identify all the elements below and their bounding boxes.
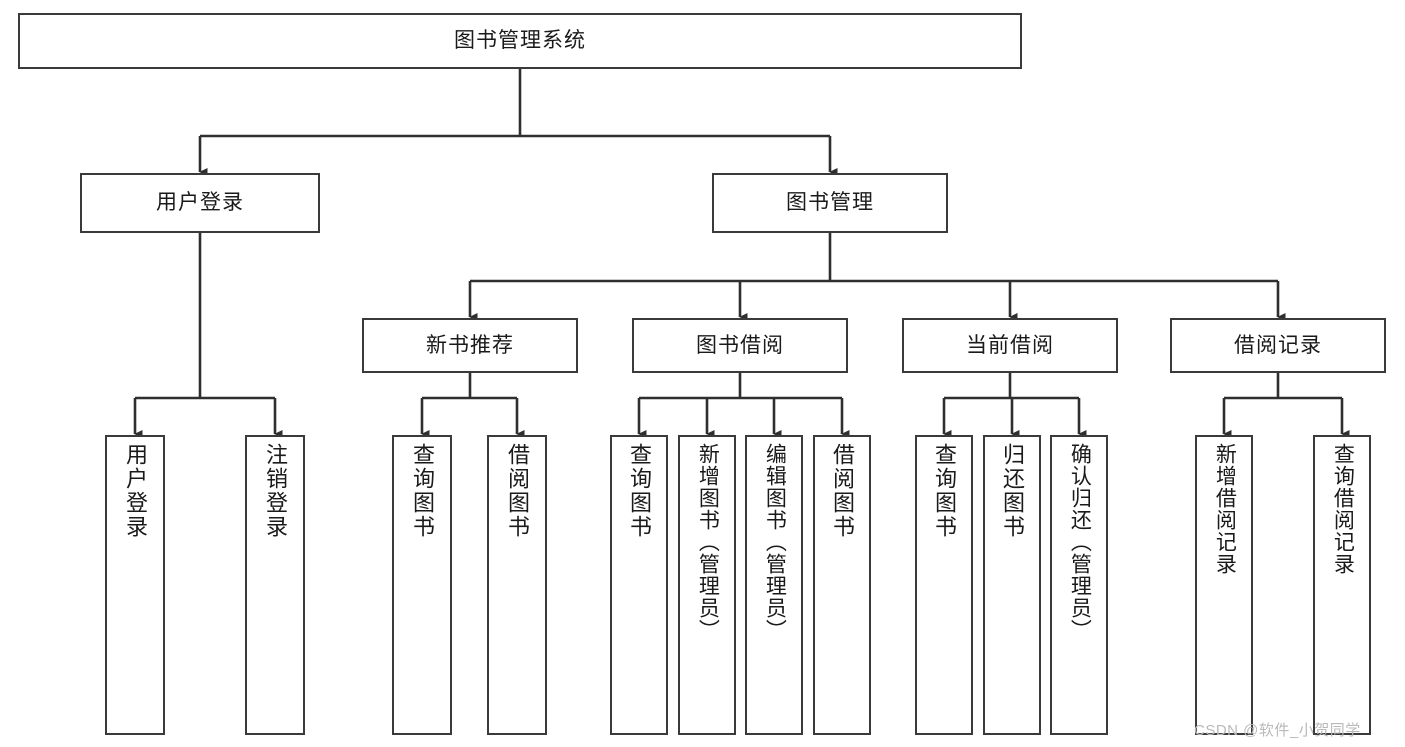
node-leaf-query-record[interactable]: 查询借阅记录 <box>1313 435 1371 735</box>
node-leaf-add-book[interactable]: 新增图书（管理员） <box>678 435 736 735</box>
node-root[interactable]: 图书管理系统 <box>18 13 1022 69</box>
node-leaf-query-book-2[interactable]: 查询图书 <box>610 435 668 735</box>
node-label: 查询图书 <box>931 443 957 539</box>
node-leaf-add-record[interactable]: 新增借阅记录 <box>1195 435 1253 735</box>
node-label: 图书管理 <box>786 191 874 215</box>
node-label: 查询图书 <box>409 443 435 539</box>
node-label: 用户登录 <box>122 443 148 539</box>
node-label: 确认归还（管理员） <box>1068 443 1092 641</box>
node-leaf-confirm-return[interactable]: 确认归还（管理员） <box>1050 435 1108 735</box>
node-label: 新增图书（管理员） <box>696 443 720 641</box>
node-leaf-user-logout[interactable]: 注销登录 <box>245 435 305 735</box>
node-book-manage[interactable]: 图书管理 <box>712 173 948 233</box>
node-label: 借阅图书 <box>829 443 855 539</box>
node-leaf-user-login[interactable]: 用户登录 <box>105 435 165 735</box>
node-current-borrow[interactable]: 当前借阅 <box>902 318 1118 373</box>
node-leaf-return-book[interactable]: 归还图书 <box>983 435 1041 735</box>
node-label: 新增借阅记录 <box>1213 443 1237 575</box>
node-leaf-query-book-3[interactable]: 查询图书 <box>915 435 973 735</box>
node-label: 查询图书 <box>626 443 652 539</box>
node-label: 借阅图书 <box>504 443 530 539</box>
node-book-borrow[interactable]: 图书借阅 <box>632 318 848 373</box>
node-new-book-rec[interactable]: 新书推荐 <box>362 318 578 373</box>
node-label: 注销登录 <box>262 443 288 539</box>
node-label: 查询借阅记录 <box>1331 443 1355 575</box>
node-label: 归还图书 <box>999 443 1025 539</box>
node-user-login[interactable]: 用户登录 <box>80 173 320 233</box>
node-leaf-borrow-book-2[interactable]: 借阅图书 <box>813 435 871 735</box>
node-leaf-borrow-book-1[interactable]: 借阅图书 <box>487 435 547 735</box>
node-label: 编辑图书（管理员） <box>763 443 787 641</box>
node-label: 图书管理系统 <box>454 29 586 53</box>
node-label: 借阅记录 <box>1234 333 1322 357</box>
node-label: 图书借阅 <box>696 333 784 357</box>
node-leaf-query-book-1[interactable]: 查询图书 <box>392 435 452 735</box>
node-borrow-record[interactable]: 借阅记录 <box>1170 318 1386 373</box>
node-label: 当前借阅 <box>966 333 1054 357</box>
node-label: 新书推荐 <box>426 333 514 357</box>
node-leaf-edit-book[interactable]: 编辑图书（管理员） <box>745 435 803 735</box>
node-label: 用户登录 <box>156 191 244 215</box>
